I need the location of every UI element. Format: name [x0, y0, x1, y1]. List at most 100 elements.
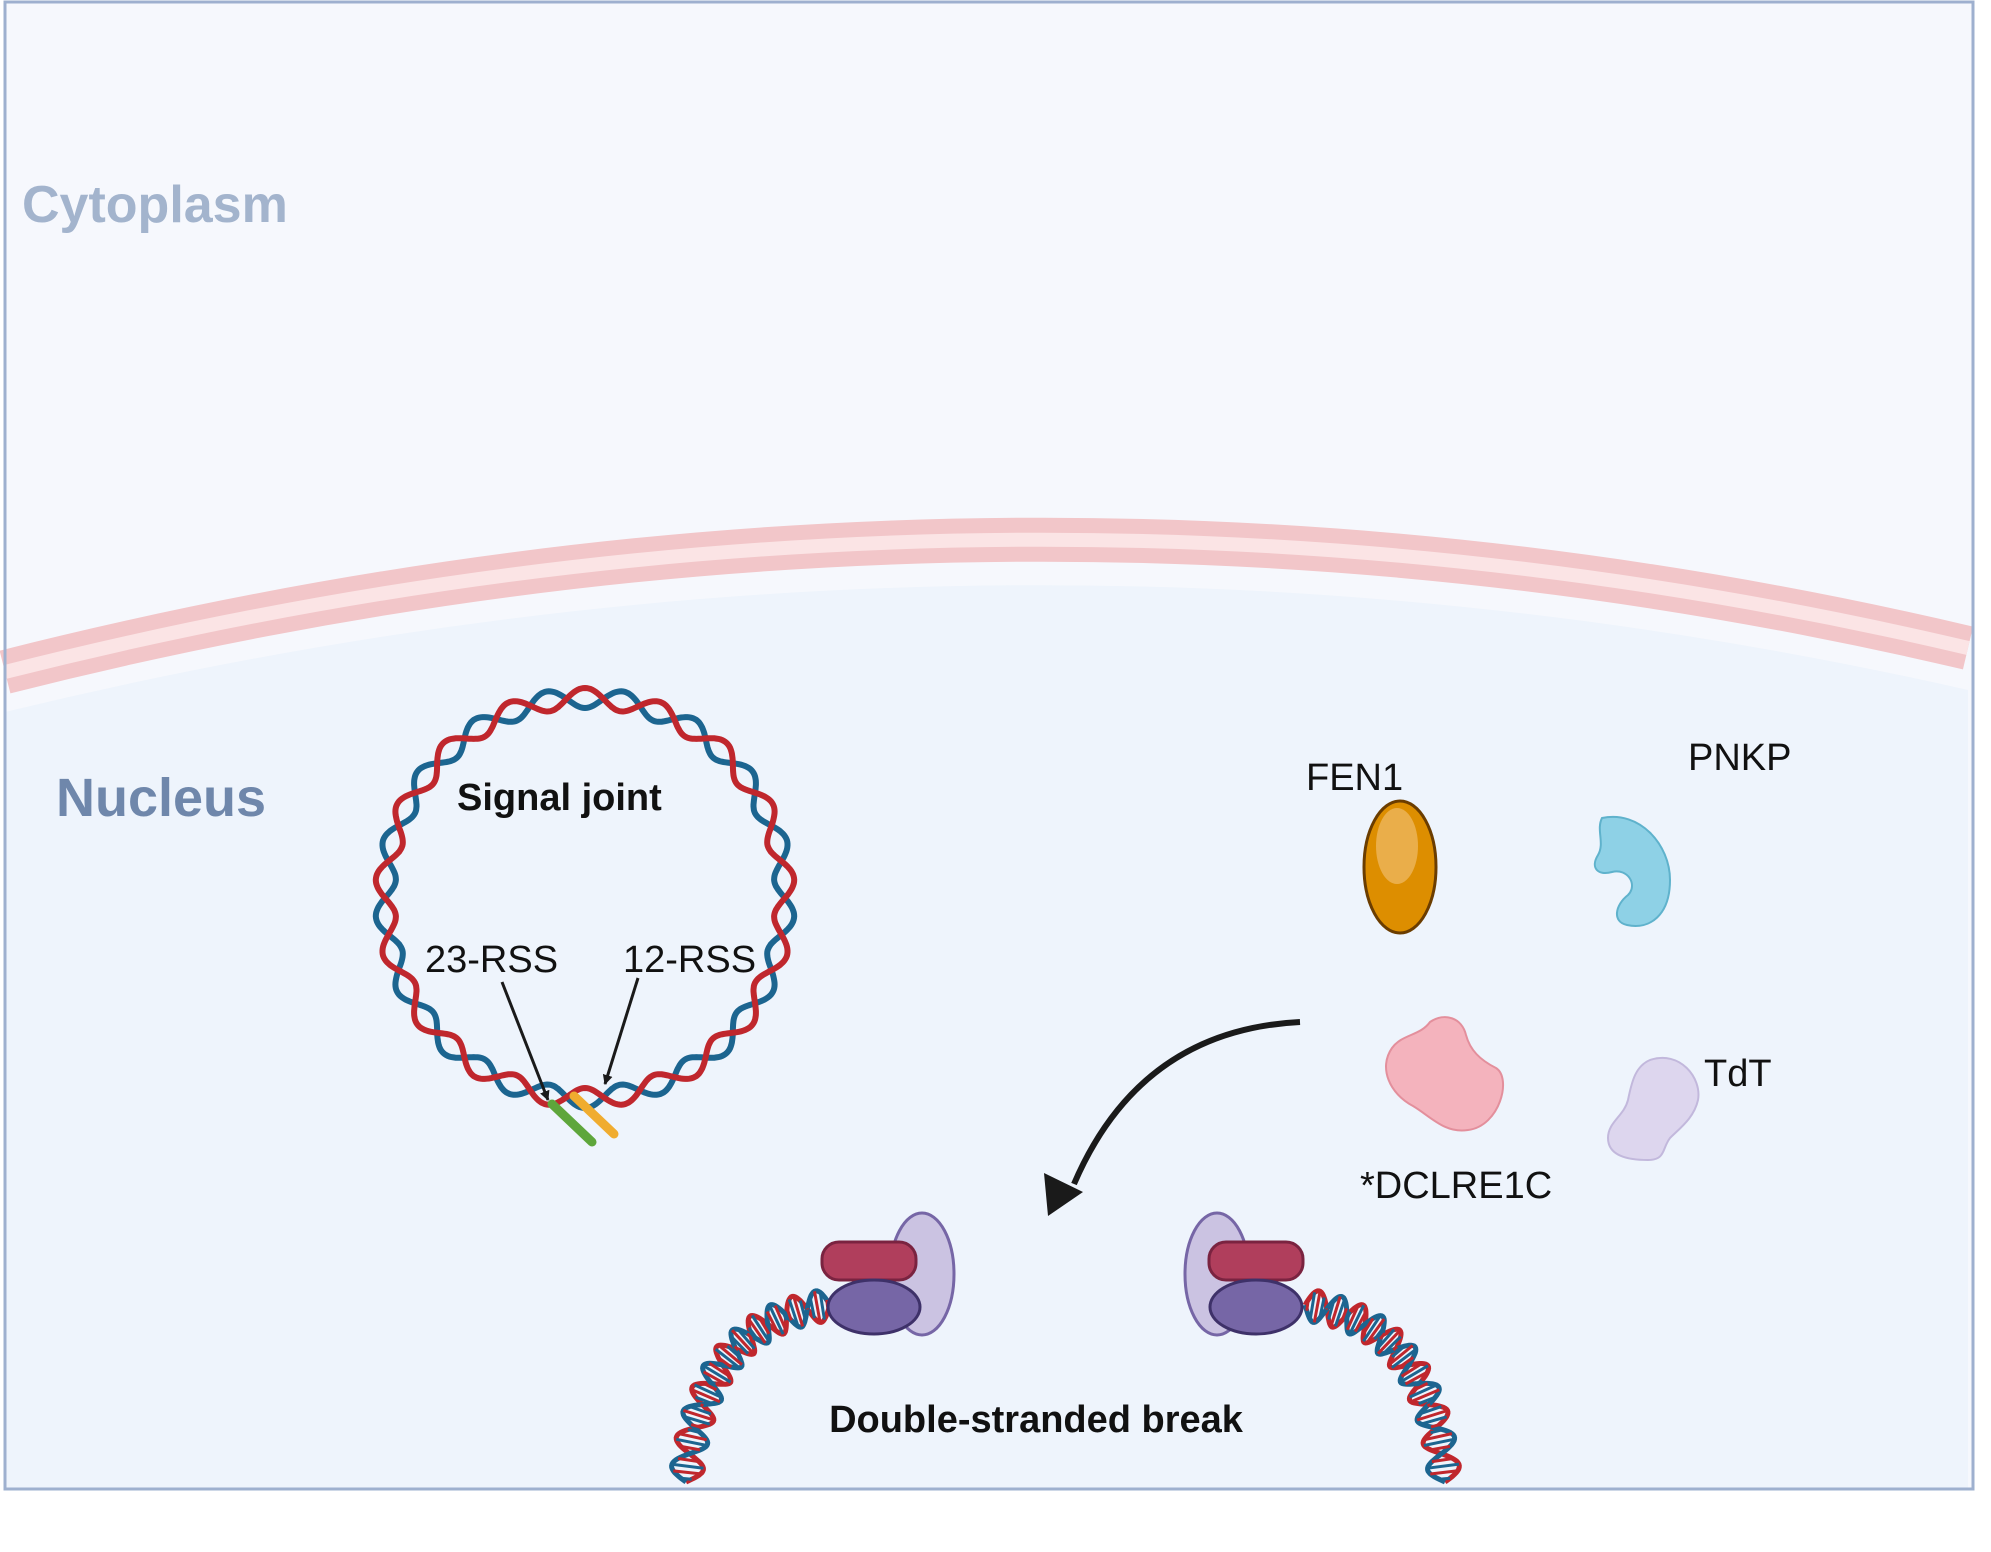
- dna-base-pair: [676, 1437, 708, 1447]
- dna-base-pair: [1430, 1444, 1451, 1452]
- dna-base-pair: [693, 1383, 722, 1399]
- fen1-protein: [1362, 799, 1438, 935]
- dna-base-pair: [1333, 1298, 1347, 1327]
- dna-base-pair: [1404, 1370, 1429, 1386]
- dna-base-pair: [766, 1321, 771, 1326]
- rss-12-label: 12-RSS: [623, 939, 756, 981]
- rss-12-arrow: [602, 977, 640, 1085]
- dna-right-end: [1302, 1288, 1462, 1485]
- dna-pk-complex-left: [820, 1211, 956, 1337]
- dclre1c-label: *DCLRE1C: [1360, 1165, 1552, 1207]
- dna-base-pair: [1365, 1318, 1386, 1344]
- dna-base-pair: [1379, 1332, 1386, 1340]
- cytoplasm-label: Cytoplasm: [22, 176, 288, 234]
- dna-base-pair: [768, 1304, 785, 1335]
- dna-base-pair: [1406, 1363, 1413, 1369]
- dna-base-pair: [1410, 1388, 1440, 1404]
- dna-base-pair: [1392, 1345, 1399, 1352]
- dna-base-pair: [747, 1326, 759, 1341]
- dna-base-pair: [1345, 1311, 1352, 1321]
- nucleus-label: Nucleus: [56, 768, 266, 828]
- pnkp-protein: [1593, 815, 1672, 927]
- dna-base-pair: [1416, 1409, 1448, 1422]
- dna-base-pair: [1305, 1299, 1310, 1311]
- dna-base-pair: [1308, 1292, 1317, 1320]
- dna-base-pair: [733, 1345, 740, 1352]
- dna-base-pair: [1419, 1405, 1442, 1416]
- dna-base-pair: [1430, 1469, 1458, 1476]
- dna-base-pair: [1426, 1403, 1431, 1408]
- dna-base-pair: [702, 1364, 732, 1384]
- dna-base-pair: [1420, 1415, 1448, 1426]
- dna-base-pair: [708, 1379, 717, 1386]
- dna-base-pair: [730, 1329, 755, 1355]
- dna-base-pair: [1348, 1304, 1366, 1335]
- double-stranded-break-label: Double-stranded break: [829, 1399, 1244, 1441]
- dna-base-pair: [719, 1363, 725, 1369]
- dna-base-pair: [1327, 1300, 1336, 1320]
- figure-frame: [3, 0, 1975, 1491]
- dna-base-pair: [747, 1317, 767, 1344]
- dna-base-pair: [1399, 1356, 1415, 1369]
- dna-base-pair: [689, 1405, 712, 1416]
- dna-base-pair: [808, 1297, 816, 1319]
- dna-base-pair: [717, 1356, 733, 1369]
- rss-23-label: 23-RSS: [425, 939, 558, 981]
- dna-base-pair: [792, 1295, 805, 1327]
- pnkp-label: PNKP: [1688, 737, 1791, 779]
- dna-base-pair: [1345, 1305, 1360, 1331]
- dna-base-pair: [1329, 1296, 1342, 1327]
- tdt-label: TdT: [1704, 1053, 1772, 1095]
- dna-base-pair: [700, 1403, 704, 1408]
- dna-base-pair: [746, 1332, 754, 1340]
- dna-base-pair: [694, 1395, 713, 1406]
- rss-23-bar: [547, 1099, 597, 1147]
- nuclear-membrane: [0, 517, 1974, 694]
- dna-base-pair: [1430, 1428, 1444, 1435]
- dna-base-pair: [726, 1344, 741, 1359]
- dna-base-pair: [1431, 1457, 1454, 1464]
- dna-base-pair: [1340, 1307, 1349, 1321]
- dna-base-pair: [1415, 1379, 1423, 1386]
- dna-base-pair: [1427, 1462, 1460, 1470]
- dna-base-pair: [1399, 1364, 1429, 1384]
- dna-base-pair: [1423, 1437, 1455, 1447]
- dna-base-pair: [687, 1428, 701, 1435]
- dna-base-pair: [818, 1292, 826, 1320]
- dna-base-pair: [781, 1311, 788, 1321]
- dna-base-pair: [683, 1415, 711, 1426]
- dna-base-pair: [1388, 1344, 1414, 1366]
- tdt-protein: [1606, 1057, 1700, 1162]
- dna-base-pair: [1400, 1362, 1423, 1378]
- dna-base-pair: [1362, 1317, 1375, 1335]
- nucleus-region: [5, 585, 1968, 1489]
- rss-23-arrow: [500, 981, 550, 1101]
- dna-base-pair: [1390, 1348, 1417, 1369]
- dna-base-pair: [1353, 1310, 1368, 1333]
- dna-base-pair: [785, 1307, 793, 1321]
- dna-base-pair: [691, 1388, 721, 1404]
- dna-base-pair: [1312, 1291, 1322, 1323]
- fen1-label: FEN1: [1306, 757, 1403, 799]
- signal-joint-circle: [372, 684, 798, 1147]
- dna-base-pair: [730, 1335, 750, 1355]
- dna-left-end: [669, 1288, 833, 1485]
- dna-base-pair: [1376, 1328, 1396, 1350]
- dna-base-pair: [1362, 1321, 1367, 1326]
- dna-base-pair: [714, 1348, 741, 1369]
- dna-base-pair: [773, 1305, 788, 1331]
- dna-base-pair: [1409, 1383, 1438, 1399]
- dna-base-pair: [1439, 1476, 1451, 1481]
- dna-base-pair: [1391, 1345, 1406, 1359]
- dna-base-pair: [1362, 1314, 1382, 1343]
- dna-base-pair: [690, 1423, 701, 1429]
- dna-base-pair: [765, 1310, 779, 1333]
- dna-base-pair: [736, 1328, 756, 1350]
- dna-base-pair: [680, 1476, 692, 1481]
- dna-base-pair: [678, 1432, 708, 1442]
- signal-joint-red-strand: [372, 684, 798, 1108]
- dna-base-pair: [798, 1300, 807, 1320]
- dna-base-pair: [677, 1457, 700, 1464]
- dna-base-pair: [1318, 1297, 1326, 1319]
